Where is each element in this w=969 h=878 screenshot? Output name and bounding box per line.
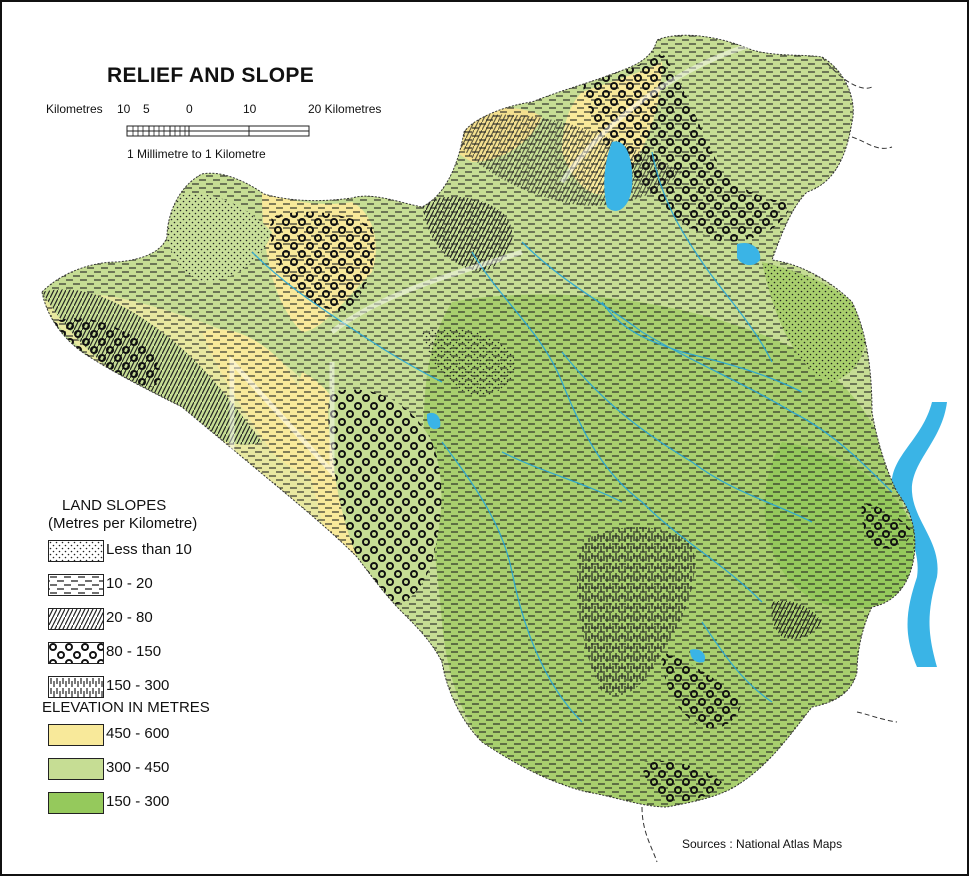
dashes-pattern-swatch <box>48 574 104 596</box>
diagonal-pattern-swatch <box>48 608 104 630</box>
legend-item-slope: 10 - 20 <box>42 567 342 601</box>
scale-tick-label: 20 Kilometres <box>308 102 382 116</box>
legend-item-elevation: 450 - 600 <box>42 717 342 751</box>
legend-label: Less than 10 <box>106 541 192 558</box>
legend-label: 300 - 450 <box>106 759 170 776</box>
legend-label: 10 - 20 <box>106 575 153 592</box>
legend-label: 150 - 300 <box>106 793 170 810</box>
scale-caption: 1 Millimetre to 1 Kilometre <box>127 147 266 161</box>
dots-pattern-swatch <box>48 540 104 562</box>
scale-labels: Kilometres 10 5 0 10 20 Kilometres <box>46 102 426 118</box>
legend-label: 450 - 600 <box>106 725 170 742</box>
sources-note: Sources : National Atlas Maps <box>682 837 843 851</box>
legend-item-elevation: 150 - 300 <box>42 785 342 819</box>
elevation-heading: ELEVATION IN METRES <box>42 699 210 716</box>
slopes-heading: LAND SLOPES <box>62 497 167 514</box>
legend-item-slope: Less than 10 <box>42 533 342 567</box>
elevation-swatch <box>48 758 104 780</box>
vertical-pattern-swatch <box>48 676 104 698</box>
map-title: RELIEF AND SLOPE <box>107 64 315 87</box>
map-legend: LAND SLOPES (Metres per Kilometre) Less … <box>42 497 342 819</box>
slopes-subheading: (Metres per Kilometre) <box>48 515 198 532</box>
legend-item-elevation: 300 - 450 <box>42 751 342 785</box>
legend-label: 150 - 300 <box>106 677 170 694</box>
scale-tick-label: 10 <box>243 102 257 116</box>
legend-item-slope: 150 - 300 <box>42 669 342 703</box>
scale-tick-label: 5 <box>143 102 150 116</box>
legend-item-slope: 80 - 150 <box>42 635 342 669</box>
legend-label: 20 - 80 <box>106 609 153 626</box>
scale-bar <box>126 125 310 137</box>
scale-unit-label: Kilometres <box>46 102 103 116</box>
elevation-swatch <box>48 792 104 814</box>
scale-tick-label: 10 <box>117 102 131 116</box>
scale-tick-label: 0 <box>186 102 193 116</box>
legend-label: 80 - 150 <box>106 643 162 660</box>
elevation-swatch <box>48 724 104 746</box>
major-river <box>891 402 947 667</box>
circles-pattern-swatch <box>48 642 104 664</box>
legend-item-slope: 20 - 80 <box>42 601 342 635</box>
